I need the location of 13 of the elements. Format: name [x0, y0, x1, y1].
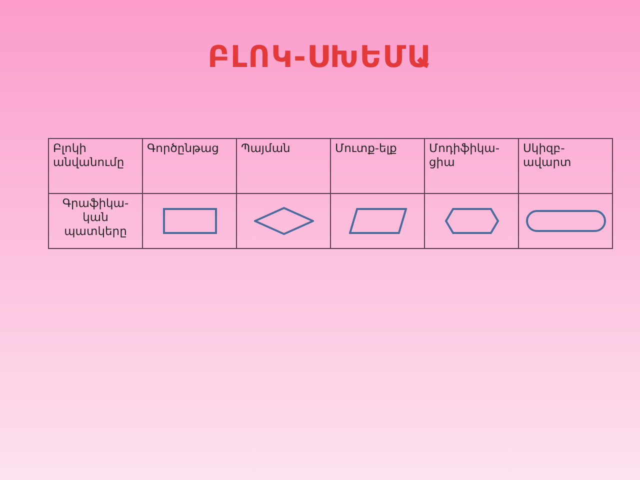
table-header: Մոդիֆիկա-ցիա — [429, 141, 500, 169]
modification-hexagon — [444, 208, 498, 234]
table-header: Գործընթաց — [147, 141, 219, 155]
terminator-shape — [526, 210, 606, 232]
input-output-parallelogram — [348, 208, 406, 234]
table-header: Բլոկի անվանումը — [53, 141, 124, 169]
process-box — [162, 208, 216, 234]
title: ԲԼՈԿ-ՍԽԵՄԱ — [206, 40, 434, 75]
table-header: Սկիզբ-ավարտ — [523, 141, 572, 169]
decision-diamond — [254, 207, 314, 235]
row-header: Գրաֆիկա-կան պատկերը — [62, 196, 129, 238]
table-header: Մուտք-ելք — [335, 141, 397, 155]
table-header: Պայման — [241, 141, 290, 155]
